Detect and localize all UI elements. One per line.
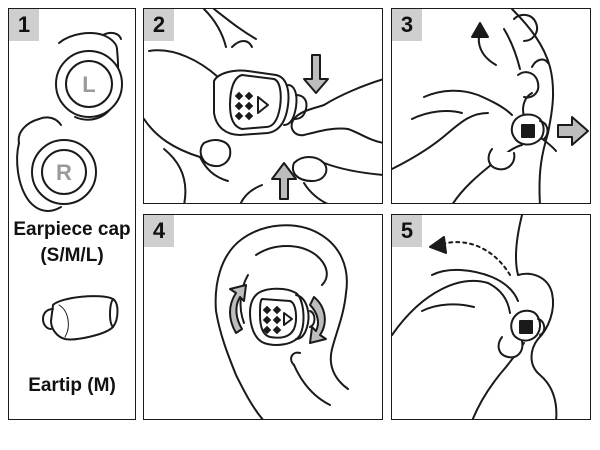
eartip-caption: Eartip (M) bbox=[28, 375, 116, 396]
earpiece-icon bbox=[510, 309, 546, 342]
earpiece-grille bbox=[234, 91, 254, 121]
hand-icon bbox=[503, 13, 549, 99]
left-earpiece-icon bbox=[55, 31, 123, 121]
ear-icon bbox=[511, 9, 557, 203]
hand-icon bbox=[290, 78, 382, 203]
step-number-badge: 4 bbox=[144, 215, 174, 247]
step-number-badge: 5 bbox=[392, 215, 422, 247]
parts-illustration: L R bbox=[16, 31, 123, 341]
push-arrow-icon bbox=[271, 162, 297, 200]
step-number-badge: 3 bbox=[392, 9, 422, 41]
earpiece-cap-sizes: (S/M/L) bbox=[40, 245, 104, 266]
earpiece-cap-caption: Earpiece cap bbox=[13, 219, 131, 240]
right-earpiece-icon bbox=[16, 116, 97, 212]
ear-icon bbox=[514, 215, 558, 419]
earpiece-grille bbox=[262, 305, 282, 335]
panel-step-2: 2 bbox=[143, 8, 383, 204]
twist-earpiece-illustration bbox=[214, 224, 349, 419]
push-arrow-icon bbox=[303, 54, 329, 94]
hand-icon bbox=[392, 269, 525, 419]
ear-icon bbox=[214, 224, 349, 419]
hand-icon bbox=[392, 89, 523, 203]
panel-parts: 1 bbox=[8, 8, 136, 420]
rotate-arrow-icon bbox=[309, 296, 327, 344]
right-label: R bbox=[56, 160, 72, 185]
open-ear-illustration bbox=[392, 9, 589, 203]
attach-eartip-illustration bbox=[144, 9, 382, 203]
earpiece-icon bbox=[213, 69, 308, 136]
step-number-badge: 2 bbox=[144, 9, 174, 41]
panel-step-3: 3 bbox=[391, 8, 591, 204]
earpiece-icon bbox=[249, 287, 316, 346]
panel-step-4: 4 bbox=[143, 214, 383, 420]
pull-right-arrow-icon bbox=[557, 116, 589, 146]
rotate-arrow-icon bbox=[229, 284, 247, 334]
release-arrow-icon bbox=[429, 236, 511, 276]
eartip-icon bbox=[42, 295, 119, 341]
panel-step-5: 5 bbox=[391, 214, 591, 420]
earpiece-icon bbox=[510, 113, 549, 146]
left-label: L bbox=[82, 72, 95, 97]
pull-up-arrow-icon bbox=[471, 22, 497, 66]
release-illustration bbox=[392, 215, 558, 419]
step-number-badge: 1 bbox=[9, 9, 39, 41]
